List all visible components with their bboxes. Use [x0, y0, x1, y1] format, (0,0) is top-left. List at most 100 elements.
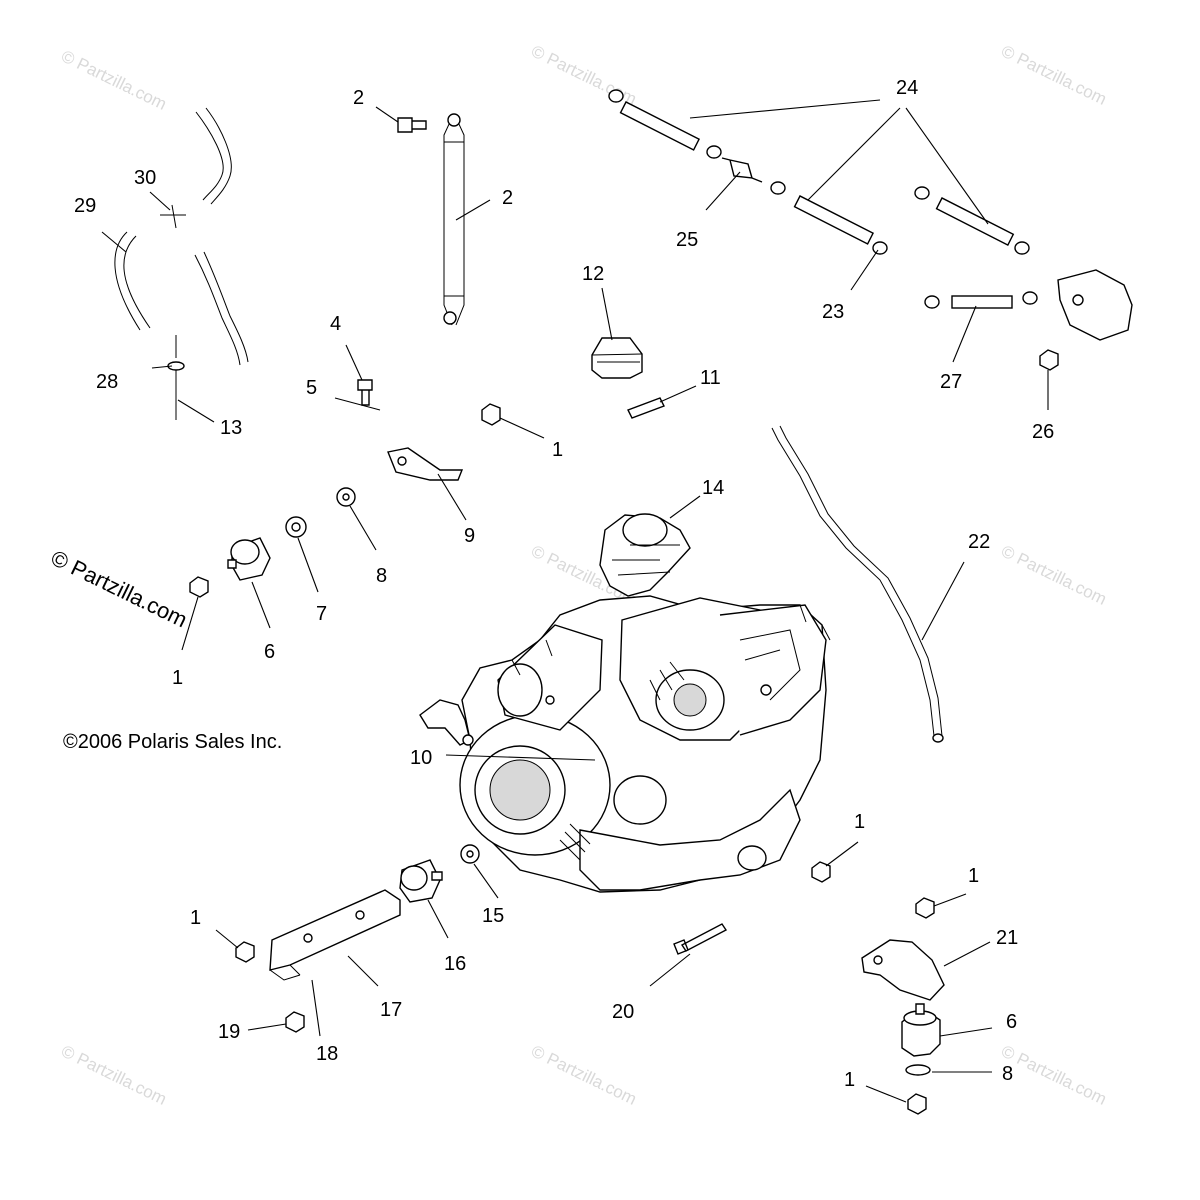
- bracket-17: [269, 889, 401, 971]
- nut-1-lower-left: [235, 941, 255, 963]
- dipstick-28: [168, 335, 184, 420]
- callout-4: 4: [330, 313, 341, 335]
- wire-5: [334, 397, 381, 411]
- watermark-text: © Partzilla.com: [998, 42, 1109, 109]
- clamp-24-a2: [706, 145, 722, 159]
- mount-6-right-stud: [915, 1003, 925, 1015]
- clamp-27-b: [1022, 291, 1038, 305]
- hose-24-a: [619, 101, 701, 151]
- strap-eye-top: [447, 113, 461, 127]
- boot-12-ring: [591, 353, 643, 363]
- callout-26: 26: [1032, 421, 1054, 443]
- watermark-text: © Partzilla.com: [998, 542, 1109, 609]
- callout-23: 23: [822, 301, 844, 323]
- nut-1-engine-right: [811, 861, 831, 883]
- callouts: 2 2 4 5 30 29 28 13 24 25 23 27 26 12 11…: [74, 77, 1054, 1091]
- strap-eye-bottom: [443, 311, 457, 325]
- nut-1-bottom-right: [907, 1093, 927, 1115]
- nut-19: [285, 1011, 305, 1033]
- callout-30: 30: [134, 167, 156, 189]
- nut-1-center: [481, 403, 501, 426]
- callout-24: 24: [896, 77, 918, 99]
- breather-hose-29: [114, 231, 151, 331]
- bolt-4: [357, 379, 373, 406]
- watermark-text: © Partzilla.com: [998, 1042, 1109, 1109]
- callout-29: 29: [74, 195, 96, 217]
- bolt-3: [397, 117, 427, 133]
- rod-22: [771, 425, 943, 737]
- callout-1-engine-right: 1: [854, 811, 865, 833]
- callout-3: 2: [353, 87, 364, 109]
- callout-9: 9: [464, 525, 475, 547]
- clamp-24-c2: [1014, 241, 1030, 255]
- breather-tee-30: [160, 204, 186, 229]
- callout-21: 21: [996, 927, 1018, 949]
- callout-16: 16: [444, 953, 466, 975]
- washer-8-hole: [342, 493, 350, 501]
- hose-24-c: [935, 197, 1015, 246]
- callout-14: 14: [702, 477, 724, 499]
- callout-28: 28: [96, 371, 118, 393]
- callout-10: 10: [410, 747, 432, 769]
- callout-6-left: 6: [264, 641, 275, 663]
- bracket-9: [387, 447, 464, 481]
- callout-8-right: 8: [1002, 1063, 1013, 1085]
- bracket-21-hole: [873, 955, 883, 965]
- control-module-port: [1072, 294, 1084, 306]
- callout-27: 27: [940, 371, 962, 393]
- clamp-24-a1: [608, 89, 624, 103]
- clamp-24-c1: [914, 186, 930, 200]
- carburetor-top: [622, 513, 668, 547]
- bracket-17-hole-b: [355, 910, 365, 920]
- clamp-25: [770, 181, 786, 195]
- carburetor-body: [612, 544, 680, 576]
- mount-16-face: [400, 865, 428, 891]
- leader-lines: [101, 99, 1049, 1103]
- callout-1-lower-left: 1: [190, 907, 201, 929]
- nut-1-upper-right: [915, 897, 935, 919]
- nut-26: [1039, 349, 1059, 371]
- hose-24-b: [793, 195, 875, 245]
- watermark-text: © Partzilla.com: [58, 47, 169, 114]
- callout-13: 13: [220, 417, 242, 439]
- ground-strap-2: [443, 121, 465, 326]
- callout-1-center: 1: [552, 439, 563, 461]
- callout-19: 19: [218, 1021, 240, 1043]
- callout-7: 7: [316, 603, 327, 625]
- callout-6-right: 6: [1006, 1011, 1017, 1033]
- callout-18: 18: [316, 1043, 338, 1065]
- callout-2: 2: [502, 187, 513, 209]
- rod-22-end: [932, 733, 944, 743]
- mount-6-face: [230, 539, 260, 565]
- callout-25: 25: [676, 229, 698, 251]
- hose-27: [951, 295, 1013, 309]
- callout-8-left: 8: [376, 565, 387, 587]
- washer-7-hole: [291, 522, 301, 532]
- engine-assembly-10: [419, 595, 831, 893]
- washer-15-hole: [466, 850, 474, 858]
- callout-1-bottom-right: 1: [844, 1069, 855, 1091]
- control-module: [1057, 269, 1133, 341]
- callout-11: 11: [700, 367, 721, 389]
- callout-12: 12: [582, 263, 604, 285]
- watermark-text: © Partzilla.com: [58, 1042, 169, 1109]
- breather-hose-upper: [195, 107, 232, 205]
- callout-17: 17: [380, 999, 402, 1021]
- callout-5: 5: [306, 377, 317, 399]
- bracket-17-hole-a: [303, 933, 313, 943]
- mount-6-stud: [227, 559, 237, 569]
- mount-16-stud: [431, 871, 443, 881]
- parts: [114, 89, 1133, 1115]
- breather-hose-lower: [194, 251, 249, 366]
- bracket-9-hole: [397, 456, 407, 466]
- callout-20: 20: [612, 1001, 634, 1023]
- clamp-27-a: [924, 295, 940, 309]
- bolt-20: [673, 923, 728, 955]
- bracket-17-lip: [269, 964, 301, 981]
- washer-8-right: [905, 1064, 931, 1076]
- callout-1-left: 1: [172, 667, 183, 689]
- fitting-25: [721, 157, 763, 183]
- clamp-11: [627, 397, 665, 419]
- watermark-text: © Partzilla.com: [528, 1042, 639, 1109]
